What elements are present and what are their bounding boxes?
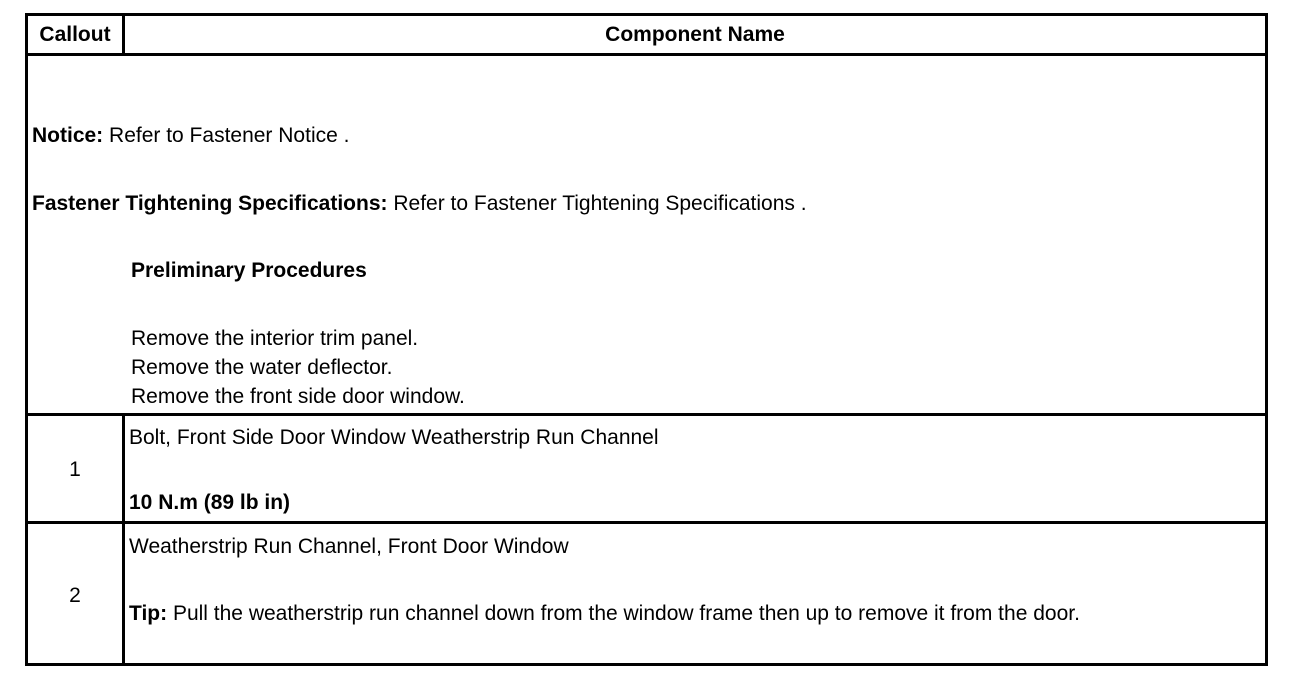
callout-number: 1 — [69, 458, 81, 481]
column-divider — [122, 524, 125, 666]
preliminary-step: Remove the interior trim panel. — [131, 327, 419, 350]
intro-section: Notice: Refer to Fastener Notice . Faste… — [28, 56, 1265, 416]
preliminary-step: Remove the water deflector. — [131, 356, 393, 379]
fastener-spec-text: Refer to Fastener Tightening Specificati… — [387, 192, 807, 215]
table-header-row: Callout Component Name — [28, 16, 1265, 56]
notice-label: Notice: — [32, 124, 104, 147]
torque-spec: 10 N.m (89 lb in) — [129, 491, 291, 514]
callout-number: 2 — [69, 584, 81, 607]
callout-column-header: Callout — [39, 22, 111, 46]
column-divider — [122, 16, 125, 53]
component-name-column-header: Component Name — [605, 22, 785, 46]
component-table: Callout Component Name Notice: Refer to … — [25, 13, 1268, 666]
preliminary-step: Remove the front side door window. — [131, 385, 465, 408]
fastener-spec-label: Fastener Tightening Specifications: — [32, 192, 388, 215]
table-row: 2 Weatherstrip Run Channel, Front Door W… — [28, 524, 1265, 666]
notice-text: Refer to Fastener Notice . — [103, 124, 350, 147]
fastener-spec-line: Fastener Tightening Specifications: Refe… — [32, 192, 807, 216]
tip-text: Pull the weatherstrip run channel down f… — [167, 602, 1080, 625]
column-divider — [122, 416, 125, 521]
component-name: Bolt, Front Side Door Window Weatherstri… — [129, 426, 659, 449]
component-name: Weatherstrip Run Channel, Front Door Win… — [129, 535, 569, 558]
notice-line: Notice: Refer to Fastener Notice . — [32, 124, 349, 148]
tip-line: Tip: Pull the weatherstrip run channel d… — [129, 602, 1080, 626]
table-row: 1 Bolt, Front Side Door Window Weatherst… — [28, 416, 1265, 524]
tip-label: Tip: — [129, 602, 168, 625]
preliminary-procedures-title: Preliminary Procedures — [131, 259, 367, 282]
